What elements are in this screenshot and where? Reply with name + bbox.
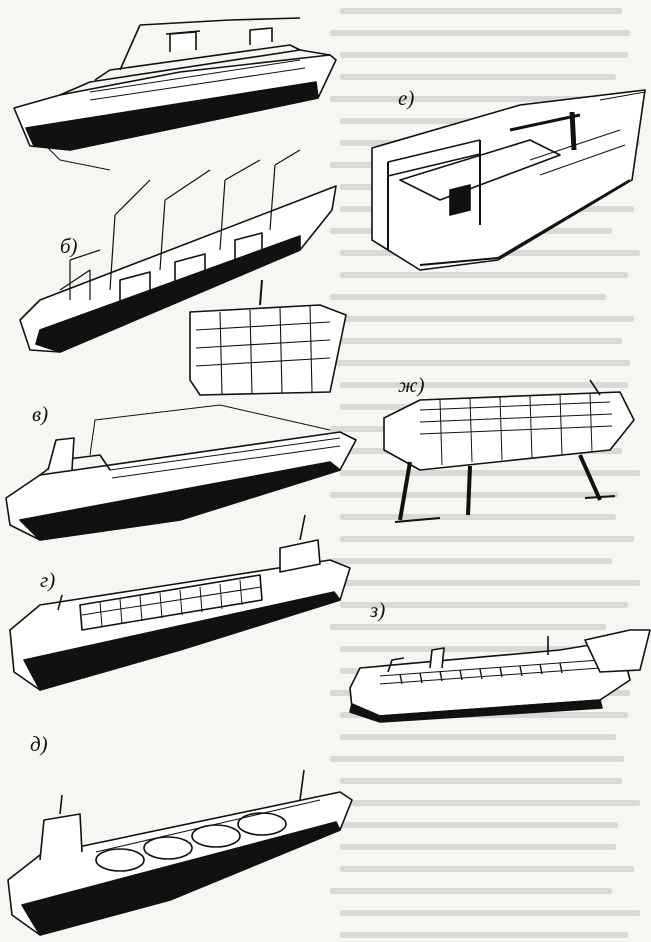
faded-text-line [330, 96, 624, 102]
faded-text-line [340, 800, 640, 806]
faded-text-line [330, 624, 606, 630]
faded-text-line [340, 316, 634, 322]
faded-text-line [340, 338, 622, 344]
faded-text-line [330, 360, 630, 366]
faded-text-line [340, 778, 622, 784]
faded-text-line [340, 382, 628, 388]
faded-text-line [340, 866, 634, 872]
label-zh: ж) [398, 373, 425, 397]
label-e: е) [398, 86, 415, 110]
faded-text-line [330, 822, 618, 828]
label-d: д) [30, 732, 48, 756]
faded-text-line [340, 8, 622, 14]
faded-text-line [340, 932, 628, 938]
faded-text-line [340, 580, 640, 586]
tanker-drawing [5, 404, 357, 541]
faded-text-line [340, 272, 628, 278]
hovercraft-drawing [349, 629, 651, 723]
faded-text-line [330, 492, 618, 498]
faded-text-line [340, 52, 628, 58]
passenger-liner-drawing [13, 17, 337, 171]
faded-text-line [330, 756, 624, 762]
faded-text-line [340, 734, 616, 740]
label-b: б) [60, 234, 78, 258]
faded-text-line [340, 470, 640, 476]
faded-text-line [340, 514, 616, 520]
ship-cross-section-drawing [189, 279, 347, 396]
faded-text-line [340, 844, 616, 850]
faded-text-line [340, 536, 634, 542]
label-g: г) [40, 568, 56, 592]
faded-text-line [330, 294, 606, 300]
label-v: в) [32, 402, 49, 426]
general-cargo-ship-drawing [19, 149, 337, 353]
faded-text-line [330, 888, 612, 894]
faded-text-line [330, 30, 630, 36]
faded-text-line [340, 74, 616, 80]
faded-text-line [330, 558, 612, 564]
container-ship-drawing [9, 514, 351, 691]
gas-carrier-drawing [7, 769, 353, 936]
ro-ro-ship-drawing [371, 89, 646, 271]
faded-text-line [340, 646, 634, 652]
label-z: з) [370, 598, 386, 622]
faded-text-line [340, 910, 640, 916]
hydrofoil-drawing [383, 379, 635, 523]
faded-text-line [340, 602, 628, 608]
